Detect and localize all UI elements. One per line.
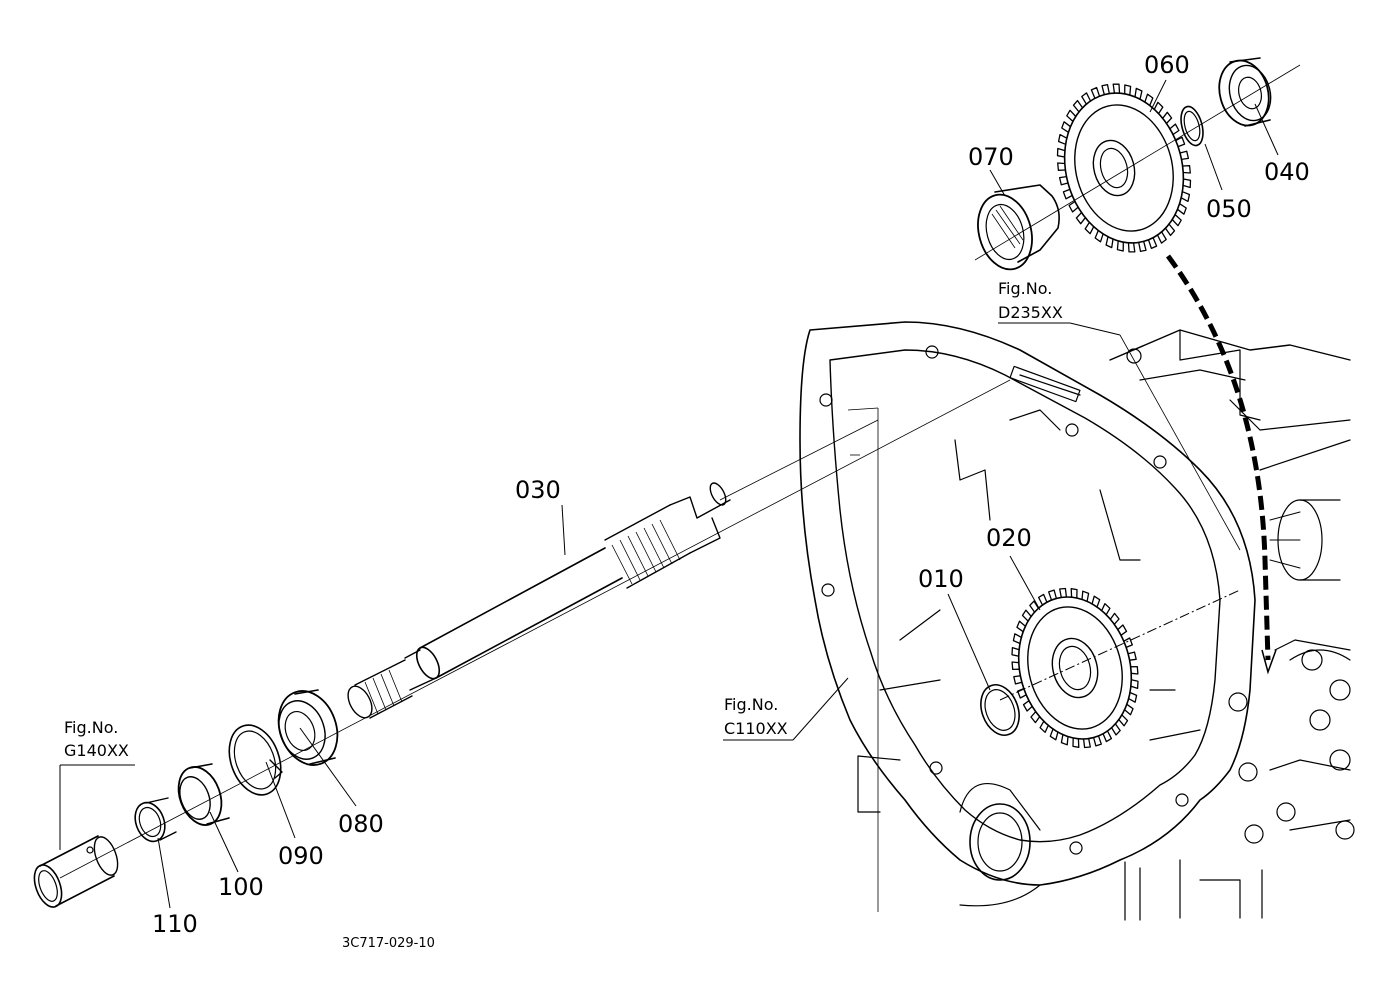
collar-070[interactable] — [970, 184, 1060, 275]
fig-ref-code: C110XX — [724, 719, 788, 738]
fig-ref-label: Fig.No. — [998, 279, 1052, 298]
transmission-case — [799, 321, 1355, 921]
sleeve-g140[interactable] — [29, 834, 122, 911]
callout-010[interactable]: 010 — [918, 565, 964, 593]
fig-ref-code: D235XX — [998, 303, 1063, 322]
collar-100[interactable] — [171, 761, 230, 831]
shaft-030[interactable] — [343, 481, 731, 722]
drawing-number: 3C717-029-10 — [342, 936, 435, 951]
callout-050[interactable]: 050 — [1206, 195, 1252, 223]
circlip-050[interactable] — [1177, 104, 1207, 148]
gear-060[interactable] — [1048, 80, 1199, 257]
bearing-080[interactable] — [269, 683, 348, 774]
callout-110[interactable]: 110 — [152, 910, 198, 938]
callout-090[interactable]: 090 — [278, 842, 324, 870]
gear-teeth — [1056, 83, 1192, 253]
callout-080[interactable]: 080 — [338, 810, 384, 838]
bushing-110[interactable] — [130, 797, 177, 846]
assembly-center-lines — [59, 64, 1301, 912]
fig-ref-code: G140XX — [64, 741, 129, 760]
fig-ref-d235[interactable]: Fig.No. D235XX — [998, 279, 1063, 322]
callout-labels: 030 080 090 100 110 010 020 060 070 050 … — [152, 51, 1310, 938]
snap-ring-090[interactable] — [220, 718, 290, 802]
fig-ref-c110[interactable]: Fig.No. C110XX — [724, 695, 788, 738]
circlip-010[interactable] — [974, 679, 1026, 740]
callout-070[interactable]: 070 — [968, 143, 1014, 171]
callout-020[interactable]: 020 — [986, 524, 1032, 552]
gear-teeth — [1011, 587, 1139, 749]
gear-020[interactable] — [1003, 584, 1147, 752]
callout-leaders — [59, 79, 1279, 909]
arrow-head — [1261, 649, 1277, 675]
callout-040[interactable]: 040 — [1264, 158, 1310, 186]
bearing-040[interactable] — [1212, 55, 1276, 131]
fig-ref-g140[interactable]: Fig.No. G140XX — [64, 718, 129, 760]
callout-100[interactable]: 100 — [218, 873, 264, 901]
callout-030[interactable]: 030 — [515, 476, 561, 504]
transfer-arrow — [1165, 254, 1271, 661]
fig-ref-label: Fig.No. — [724, 695, 778, 714]
callout-060[interactable]: 060 — [1144, 51, 1190, 79]
fig-ref-label: Fig.No. — [64, 718, 118, 737]
